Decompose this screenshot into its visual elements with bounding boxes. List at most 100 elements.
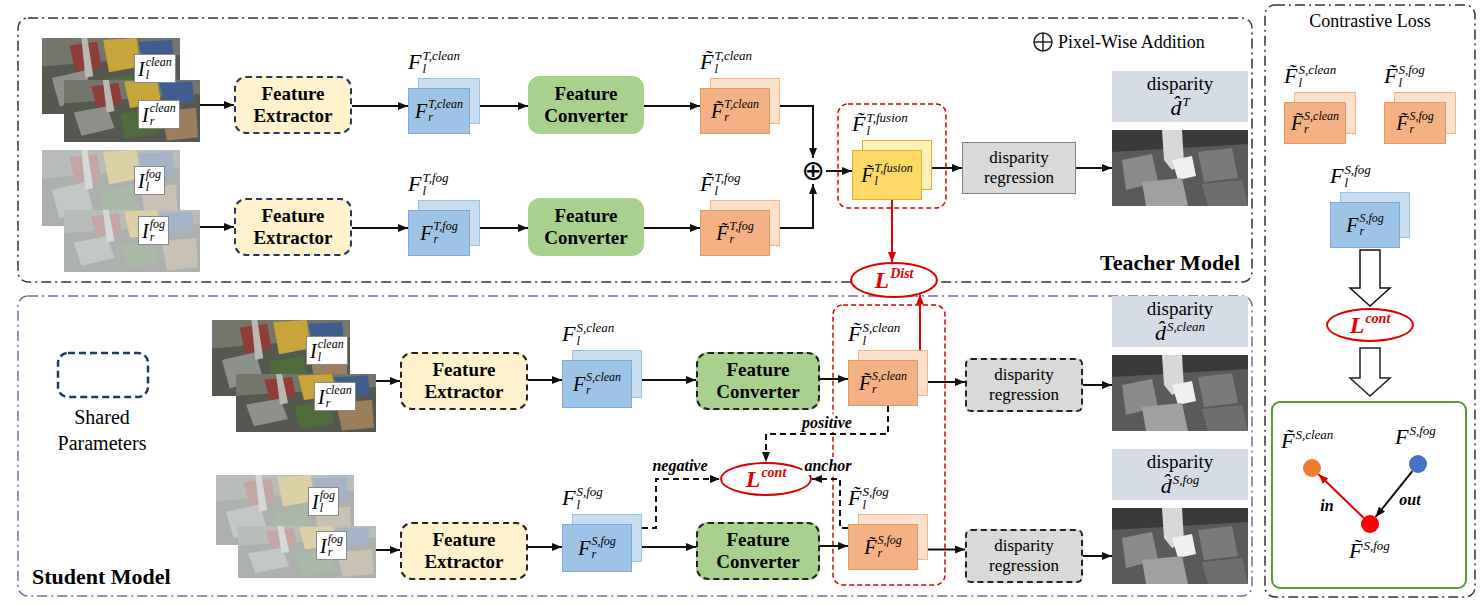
subscript: l bbox=[875, 175, 913, 188]
symbol-base: F bbox=[1395, 426, 1408, 448]
math-symbol: FS,fogl bbox=[562, 485, 603, 512]
shared-sample bbox=[58, 353, 148, 397]
dashed-group-box bbox=[833, 305, 945, 585]
feature-map: F̃T,fusionl bbox=[852, 150, 922, 200]
loss-ellipse: Lcont bbox=[1326, 308, 1414, 342]
superscript: S,fog bbox=[1363, 539, 1389, 553]
feature-map: F̃S,fogr bbox=[848, 524, 918, 570]
subscript: r bbox=[730, 233, 754, 246]
symbol-base: F̃ bbox=[1384, 65, 1397, 87]
subscript: r bbox=[591, 548, 615, 561]
regression-box: disparity regression bbox=[965, 358, 1083, 412]
math-symbol: Ifogr bbox=[142, 218, 165, 243]
subscript: r bbox=[724, 111, 759, 124]
subscript: l bbox=[1398, 76, 1424, 90]
label-text: disparity bbox=[1112, 298, 1248, 320]
superscript: T,fog bbox=[714, 171, 740, 185]
subscript: r bbox=[877, 547, 901, 560]
connector-arrow bbox=[480, 227, 528, 229]
image-label: Ifogr bbox=[316, 531, 347, 560]
superscript: T,fusion bbox=[866, 111, 907, 125]
math-symbol: FS,fogr bbox=[578, 535, 616, 560]
subscript: r bbox=[328, 546, 343, 559]
math-symbol: FT,fogl bbox=[408, 171, 449, 198]
addition-node: ⊕ bbox=[800, 158, 826, 184]
symbol-base: I bbox=[312, 492, 319, 512]
subscript: r bbox=[150, 115, 176, 128]
subscript: r bbox=[1409, 123, 1433, 136]
symbol-base: F̃ bbox=[700, 173, 713, 195]
regression-box: disparity regression bbox=[962, 142, 1076, 194]
feature-map: FT,fogr bbox=[408, 210, 470, 256]
connector-arrow bbox=[932, 167, 962, 169]
feature-map-node: F̃S,cleanrF̃S,cleanl bbox=[1284, 92, 1356, 144]
connector-arrow bbox=[928, 381, 965, 383]
math-symbol: F̃T,cleanr bbox=[711, 98, 759, 123]
feature-label: F̃S,cleanl bbox=[1284, 63, 1336, 90]
superscript: S,fog bbox=[1344, 163, 1370, 177]
math-symbol: F̃T,fusionl bbox=[861, 162, 912, 187]
subscript: l bbox=[576, 334, 614, 348]
superscript: S,fog bbox=[1398, 63, 1424, 77]
subscript: l bbox=[862, 498, 888, 512]
subscript: l bbox=[1344, 176, 1370, 190]
box-label: Feature Extractor bbox=[408, 359, 520, 403]
feature-map-node: FS,fogrFS,fogl bbox=[562, 514, 642, 572]
symbol-base: L bbox=[746, 467, 761, 491]
box-label: Feature Extractor bbox=[242, 205, 344, 249]
math-symbol: Lcont bbox=[1350, 312, 1391, 338]
image-pair: IfoglIfogr bbox=[216, 475, 376, 578]
superscript: clean bbox=[146, 56, 172, 69]
connector-arrow bbox=[528, 379, 562, 381]
disparity-output: disparityd̂S,clean bbox=[1112, 355, 1248, 431]
disparity-label: disparityd̂S,clean bbox=[1112, 296, 1248, 347]
math-symbol: d̂T bbox=[1170, 95, 1189, 120]
symbol-base: F̃ bbox=[864, 537, 876, 557]
symbol-base: L bbox=[1350, 313, 1365, 337]
superscript: clean bbox=[326, 384, 352, 397]
dot-label: F̃S,fog bbox=[1349, 539, 1390, 564]
symbol-base: F̃ bbox=[711, 101, 723, 121]
connector-arrow bbox=[528, 546, 562, 548]
subscript: l bbox=[422, 184, 448, 198]
panel-border bbox=[18, 18, 1252, 282]
connector-arrow bbox=[1076, 167, 1112, 169]
loss-ellipse: Lcont bbox=[720, 462, 812, 496]
subscript: r bbox=[1359, 225, 1383, 238]
symbol-base: d̂ bbox=[1161, 475, 1172, 497]
symbol-base: F̃ bbox=[848, 487, 861, 509]
image-label: Icleanr bbox=[314, 382, 356, 411]
connector-arrow bbox=[644, 227, 700, 229]
superscript: S,clean bbox=[872, 370, 907, 383]
math-symbol: FT,cleanr bbox=[415, 98, 463, 123]
panel-border bbox=[18, 296, 1252, 596]
connector-arrow bbox=[820, 545, 848, 547]
embedding-dot: FS,fog bbox=[1409, 455, 1427, 473]
superscript: T,clean bbox=[428, 98, 463, 111]
math-symbol: FT,cleanl bbox=[408, 49, 460, 76]
subscript: r bbox=[150, 231, 165, 244]
math-symbol: F̃S,fogr bbox=[864, 534, 902, 559]
superscript: S,fog bbox=[862, 485, 888, 499]
feature-map-node: FS,cleanrFS,cleanl bbox=[562, 350, 642, 408]
math-symbol: F̃S,cleanr bbox=[859, 370, 907, 395]
superscript: clean bbox=[318, 338, 344, 351]
addition-symbol: ⊕ bbox=[801, 158, 824, 184]
math-symbol: FS,cleanr bbox=[573, 371, 621, 396]
panel-border bbox=[1265, 5, 1475, 597]
math-symbol: Icleanl bbox=[310, 338, 344, 363]
math-symbol: LDist bbox=[874, 267, 913, 293]
math-symbol: F̃S,clean bbox=[1281, 428, 1333, 453]
superscript: S,clean bbox=[1295, 428, 1333, 442]
superscript: T,clean bbox=[422, 49, 460, 63]
dot-label: FS,fog bbox=[1395, 424, 1436, 449]
box-label: Feature Extractor bbox=[242, 83, 344, 127]
symbol-base: I bbox=[318, 387, 325, 407]
feature-map: FS,cleanr bbox=[562, 360, 632, 408]
feature-label: F̃T,fogl bbox=[700, 171, 741, 198]
symbol-base: I bbox=[142, 105, 149, 125]
superscript: S,clean bbox=[1298, 63, 1336, 77]
subscript: r bbox=[428, 111, 463, 124]
symbol-base: F̃ bbox=[848, 323, 861, 345]
connector-arrow bbox=[891, 200, 893, 262]
